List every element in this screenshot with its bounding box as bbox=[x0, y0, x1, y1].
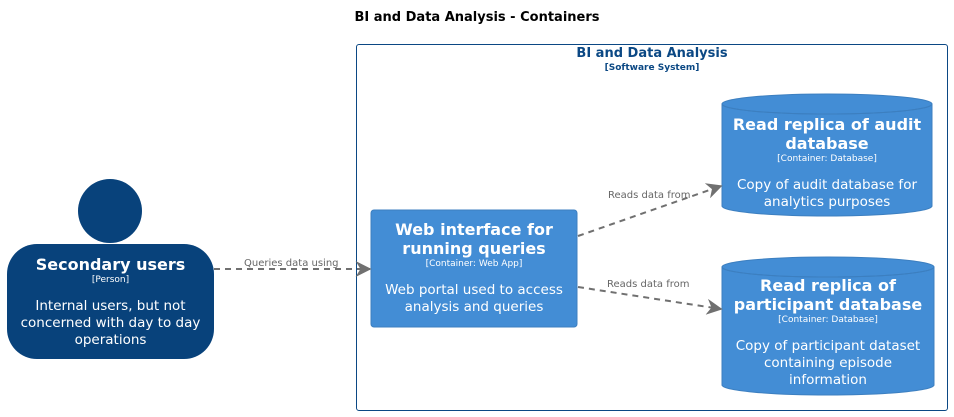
web-type: [Container: Web App] bbox=[425, 259, 523, 269]
edge-label-web-to-participant: Reads data from bbox=[607, 279, 690, 290]
edge-web-to-audit bbox=[577, 183, 723, 237]
audit-db-type: [Container: Database] bbox=[777, 154, 877, 164]
boundary-name: BI and Data Analysis bbox=[576, 46, 728, 61]
audit-db-description: Copy of audit database for analytics pur… bbox=[736, 177, 917, 210]
web-description: Web portal used to access analysis and q… bbox=[385, 282, 563, 315]
participant-db-rim bbox=[721, 266, 935, 278]
database-audit-replica[interactable] bbox=[721, 93, 933, 217]
edge-label-person-to-web: Queries data using bbox=[244, 258, 339, 269]
edge-web-to-participant bbox=[577, 286, 723, 315]
web-text: Web interface for running queries [Conta… bbox=[374, 220, 574, 316]
boundary-type: [Software System] bbox=[604, 63, 700, 73]
system-boundary bbox=[356, 44, 948, 411]
audit-db-rim bbox=[721, 103, 933, 115]
participant-db-name: Read replica of participant database bbox=[733, 276, 923, 314]
participant-db-type: [Container: Database] bbox=[778, 315, 878, 325]
person-body bbox=[7, 244, 214, 359]
participant-db-description: Copy of participant dataset containing e… bbox=[735, 338, 921, 388]
participant-db-body bbox=[721, 266, 935, 396]
person-secondary-users[interactable] bbox=[7, 179, 214, 359]
person-text: Secondary users [Person] Internal users,… bbox=[12, 255, 209, 349]
audit-db-body bbox=[721, 103, 933, 217]
audit-db-text: Read replica of audit database [Containe… bbox=[727, 115, 927, 211]
web-name: Web interface for running queries bbox=[395, 220, 553, 258]
person-name: Secondary users bbox=[35, 255, 186, 274]
edge-label-web-to-audit: Reads data from bbox=[608, 190, 691, 201]
person-description: Internal users, but not concerned with d… bbox=[20, 298, 201, 348]
audit-db-name: Read replica of audit database bbox=[732, 115, 922, 153]
person-type: [Person] bbox=[91, 275, 130, 285]
person-head-icon bbox=[78, 179, 142, 243]
database-participant-replica[interactable] bbox=[721, 256, 935, 396]
participant-db-text: Read replica of participant database [Co… bbox=[728, 276, 928, 389]
diagram-title: BI and Data Analysis - Containers bbox=[354, 10, 600, 25]
